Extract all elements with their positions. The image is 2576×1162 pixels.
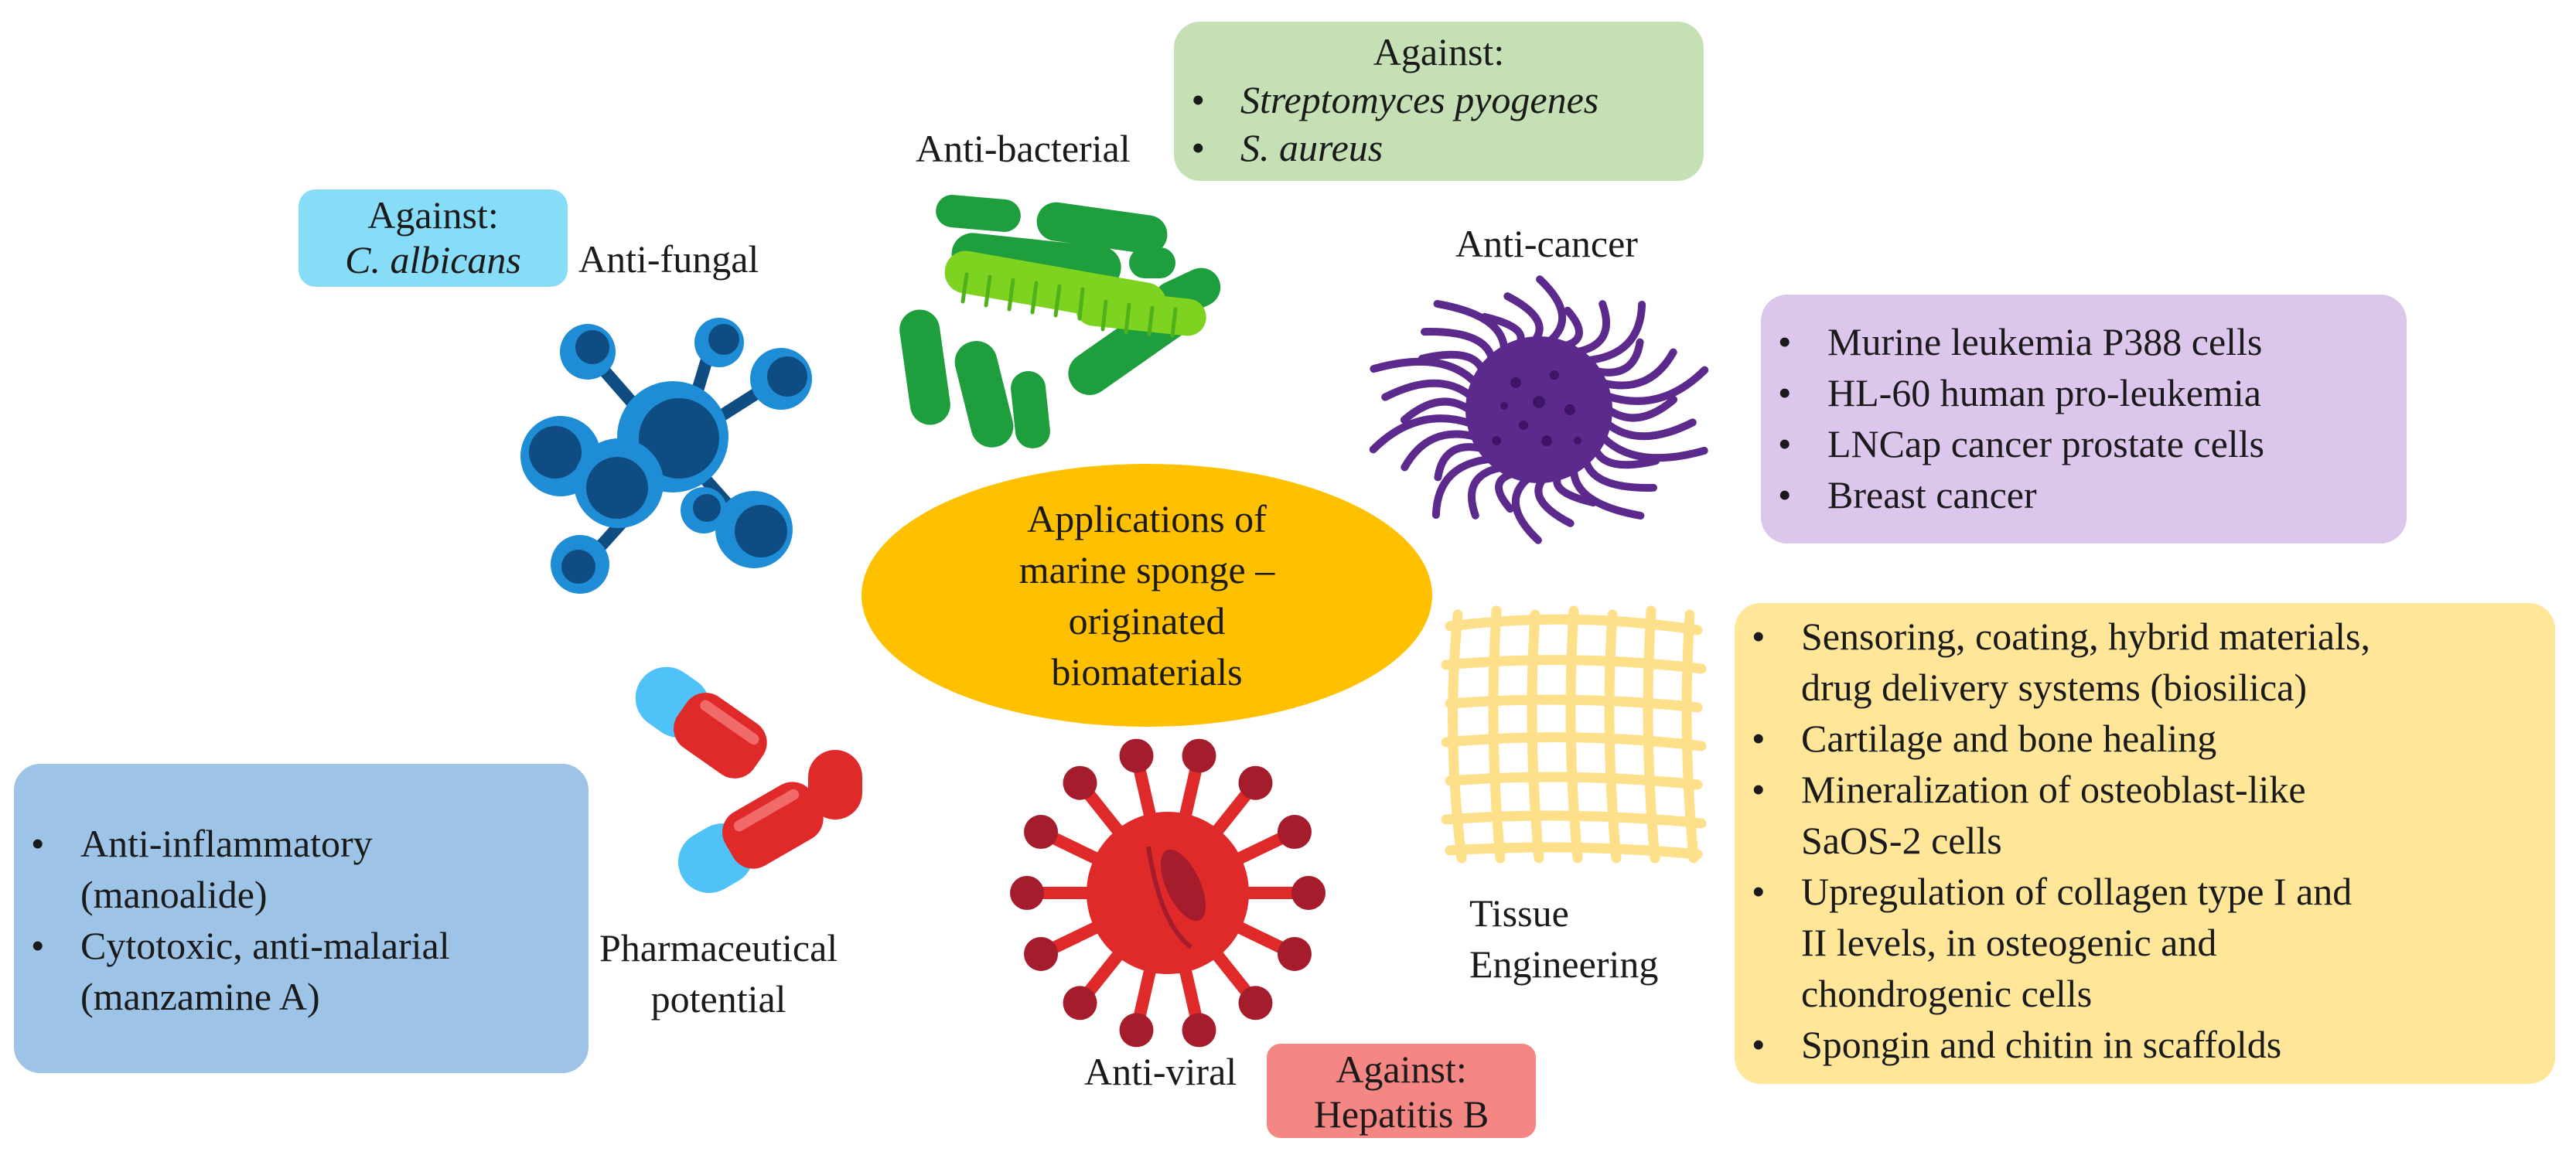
virus-spike-tip xyxy=(1024,815,1059,850)
antibacterial-box-title: Against: xyxy=(1373,30,1505,73)
virus-spike-tip xyxy=(1182,738,1216,773)
virus-spike-tip xyxy=(1291,876,1326,910)
anticancer-target-box: Murine leukemia P388 cells HL-60 human p… xyxy=(1761,295,2407,544)
cancer-tentacle xyxy=(1401,430,1479,472)
center-title-line: marine sponge – xyxy=(1018,548,1275,591)
tissue-item: Upregulation of collagen type I and II l… xyxy=(1735,866,2555,1019)
virus-spike-tip xyxy=(1182,1013,1216,1048)
blue-fungus-spore-icon xyxy=(520,318,812,594)
antibacterial-target-item: Streptomyces pyogenes xyxy=(1174,76,1704,124)
antiviral-box-line: Against: xyxy=(1336,1048,1467,1091)
antifungal-target-item: C. albicans xyxy=(345,238,521,281)
tissue-engineering-box: Sensoring, coating, hybrid materials, dr… xyxy=(1735,603,2555,1084)
cancer-tentacle xyxy=(1434,443,1487,482)
center-title-line: Applications of xyxy=(1027,497,1267,540)
cancer-tentacle xyxy=(1511,472,1542,544)
anticancer-target-item: Murine leukemia P388 cells xyxy=(1761,316,2407,367)
cancer-tentacle xyxy=(1598,432,1708,462)
cancer-tentacle xyxy=(1603,418,1697,441)
cancer-tentacle xyxy=(1431,455,1496,520)
tissue-item-line: II levels, in osteogenic and xyxy=(1801,921,2217,964)
red-blue-capsule-icon xyxy=(635,666,862,893)
tissue-item: Mineralization of osteoblast-like SaOS-2… xyxy=(1735,764,2555,866)
tissue-item-line: Upregulation of collagen type I and xyxy=(1801,870,2353,913)
virus-spike-tip xyxy=(1119,1013,1154,1048)
antiviral-label: Anti-viral xyxy=(1084,1050,1237,1093)
antifungal-box-title: Against: xyxy=(367,193,499,237)
cancer-tentacle xyxy=(1400,397,1473,424)
cancer-tentacle xyxy=(1603,366,1709,405)
tissue-item-line: drug delivery systems (biosilica) xyxy=(1801,666,2308,709)
cancer-tentacle xyxy=(1605,395,1678,422)
pharma-item: Cytotoxic, anti-malarial (manzamine A) xyxy=(14,920,589,1022)
pharma-item-line: Cytotoxic, anti-malarial xyxy=(80,924,450,967)
tissue-item: Sensoring, coating, hybrid materials, dr… xyxy=(1735,611,2555,713)
virus-spike-tip xyxy=(1063,765,1097,800)
anticancer-target-item: HL-60 human pro-leukemia xyxy=(1761,367,2407,418)
tissue-item-line: Spongin and chitin in scaffolds xyxy=(1801,1023,2282,1066)
virus-spike-tip xyxy=(1024,936,1059,971)
center-topic-ellipse: Applications of marine sponge – originat… xyxy=(862,464,1432,727)
tissue-item-line: Mineralization of osteoblast-like xyxy=(1801,768,2306,811)
tissue-item-line: Cartilage and bone healing xyxy=(1801,717,2217,760)
antibacterial-label: Anti-bacterial xyxy=(916,127,1131,170)
cancer-tentacle xyxy=(1433,300,1509,356)
pharma-label: Pharmaceutical potential xyxy=(599,922,838,1024)
antibacterial-target-box: Against: Streptomyces pyogenes S. aureus xyxy=(1174,22,1704,181)
antiviral-target-box: Against: Hepatitis B xyxy=(1267,1044,1536,1138)
pharma-box: Anti-inflammatory (manoalide) Cytotoxic,… xyxy=(14,764,589,1073)
pharma-item-line: (manzamine A) xyxy=(80,975,320,1018)
tissue-item-line: SaOS-2 cells xyxy=(1801,819,2002,862)
pharma-label-line: potential xyxy=(650,977,786,1021)
antiviral-box-line: Hepatitis B xyxy=(1313,1092,1489,1136)
purple-cancer-cell-icon xyxy=(1369,275,1709,544)
cancer-tentacle xyxy=(1536,275,1567,348)
pharma-item: Anti-inflammatory (manoalide) xyxy=(14,818,589,920)
antifungal-label: Anti-fungal xyxy=(578,237,759,281)
cancer-tentacle xyxy=(1598,348,1677,390)
virus-spike-tip xyxy=(1277,936,1312,971)
tissue-label-line: Tissue xyxy=(1469,891,1569,935)
pharma-label-line: Pharmaceutical xyxy=(599,926,838,969)
cancer-tentacle xyxy=(1369,414,1475,454)
green-bacteria-icon xyxy=(899,195,1221,448)
virus-spike-tip xyxy=(1010,876,1044,910)
tissue-item-line: chondrogenic cells xyxy=(1801,972,2093,1015)
cancer-tentacle xyxy=(1591,338,1644,377)
center-title-line: biomaterials xyxy=(1051,650,1243,693)
pharma-item-line: (manoalide) xyxy=(80,873,268,916)
yellow-scaffold-mesh-icon xyxy=(1441,605,1707,864)
anticancer-target-item: Breast cancer xyxy=(1761,469,2407,520)
virus-spike-tip xyxy=(1238,765,1273,800)
anticancer-target-item: LNCap cancer prostate cells xyxy=(1761,418,2407,469)
cancer-tentacle xyxy=(1381,379,1475,401)
antibacterial-target-item: S. aureus xyxy=(1174,124,1704,172)
tissue-label-line: Engineering xyxy=(1469,942,1659,986)
pharma-item-line: Anti-inflammatory xyxy=(80,822,373,865)
cancer-tentacle xyxy=(1370,357,1479,387)
tissue-item: Cartilage and bone healing xyxy=(1735,713,2555,764)
virus-spike-tip xyxy=(1119,738,1154,773)
cancer-tentacle xyxy=(1581,300,1646,365)
antifungal-target-box: Against: C. albicans xyxy=(299,189,568,287)
red-virus-icon xyxy=(1010,738,1326,1048)
virus-spike-tip xyxy=(1277,815,1312,850)
tissue-item: Spongin and chitin in scaffolds xyxy=(1735,1019,2555,1070)
virus-spike-tip xyxy=(1063,986,1097,1021)
tissue-item-line: Sensoring, coating, hybrid materials, xyxy=(1801,615,2370,658)
cancer-tentacle xyxy=(1569,463,1645,520)
virus-spike-tip xyxy=(1238,986,1273,1021)
tissue-engineering-label: Tissue Engineering xyxy=(1469,888,1658,990)
center-title-line: originated xyxy=(1068,599,1226,642)
anticancer-label: Anti-cancer xyxy=(1455,222,1638,265)
